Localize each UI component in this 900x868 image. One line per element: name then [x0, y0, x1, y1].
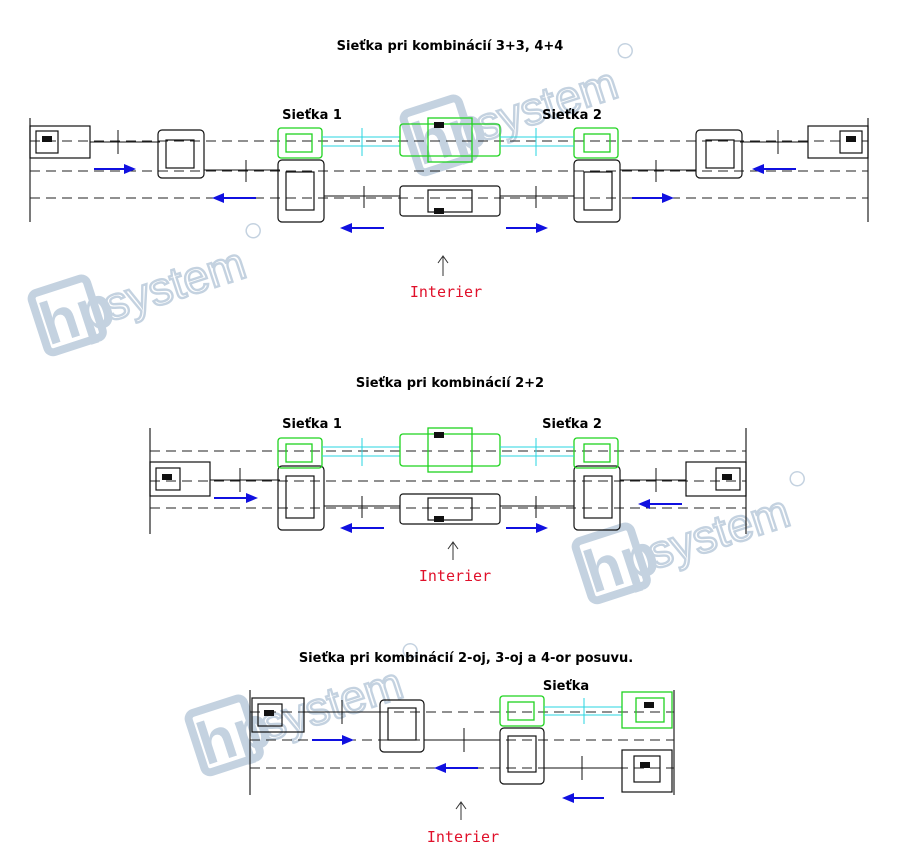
arrow-left — [434, 763, 478, 773]
screen-label-2: Sieťka 2 — [542, 108, 602, 123]
arrow-left — [340, 223, 384, 233]
meeting-profile-center — [399, 493, 501, 525]
watermark-logo-left: hp system — [27, 223, 261, 358]
arrow-right — [312, 735, 354, 745]
frame-right — [740, 125, 869, 159]
arrow-left — [212, 193, 256, 203]
watermark-logo-right: hp system — [571, 471, 805, 606]
frame-left — [149, 461, 280, 497]
section-2-3-4-track: Sieťka pri kombinácií 2-oj, 3-oj a 4-or … — [249, 651, 675, 846]
svg-text:system: system — [641, 484, 796, 578]
screen-profile-1 — [277, 127, 400, 159]
sash-left-outer — [157, 129, 280, 182]
section-2-2: Sieťka pri kombinácií 2+2 — [149, 376, 747, 585]
interior-arrow — [447, 541, 459, 560]
arrow-left — [562, 793, 604, 803]
sash-middle — [499, 727, 622, 785]
section-title: Sieťka pri kombinácií 2+2 — [356, 376, 544, 391]
section-title: Sieťka pri kombinácií 3+3, 4+4 — [337, 39, 564, 54]
interior-arrow — [455, 801, 467, 820]
screen-label: Sieťka — [543, 679, 589, 694]
interior-arrow — [437, 255, 449, 276]
screen-profile-center — [399, 427, 501, 473]
sash-right-outer — [620, 129, 743, 182]
interior-label: Interier — [419, 567, 491, 585]
arrow-left — [752, 164, 796, 174]
svg-text:system: system — [97, 236, 252, 330]
meeting-profile-center — [399, 185, 501, 217]
frame-left — [251, 697, 380, 733]
sash-left — [277, 465, 400, 531]
screen-profile-center — [399, 117, 501, 163]
interior-label: Interier — [427, 828, 499, 846]
arrow-left — [638, 499, 682, 509]
section-title: Sieťka pri kombinácií 2-oj, 3-oj a 4-or … — [299, 651, 633, 666]
interior-label: Interier — [410, 283, 482, 301]
arrow-right — [506, 223, 548, 233]
frame-left — [29, 125, 160, 159]
sash-left — [379, 699, 500, 753]
arrow-right — [632, 193, 674, 203]
screen-label-2: Sieťka 2 — [542, 417, 602, 432]
frame-right — [620, 461, 747, 497]
screen-profile-1 — [277, 437, 400, 469]
sash-right-inner — [500, 159, 621, 223]
screen-label-1: Sieťka 1 — [282, 417, 342, 432]
screen-profile-2 — [500, 127, 619, 159]
frame-right — [621, 749, 673, 793]
sash-left-inner — [277, 159, 400, 223]
screen-profile — [499, 691, 673, 729]
arrow-left — [340, 523, 384, 533]
arrow-right — [94, 164, 136, 174]
screen-profile-2 — [500, 437, 619, 469]
sash-right — [500, 465, 621, 531]
screen-label-1: Sieťka 1 — [282, 108, 342, 123]
arrow-right — [214, 493, 258, 503]
arrow-right — [506, 523, 548, 533]
section-3-3-4-4: Sieťka pri kombinácií 3+3, 4+4 — [29, 39, 869, 301]
